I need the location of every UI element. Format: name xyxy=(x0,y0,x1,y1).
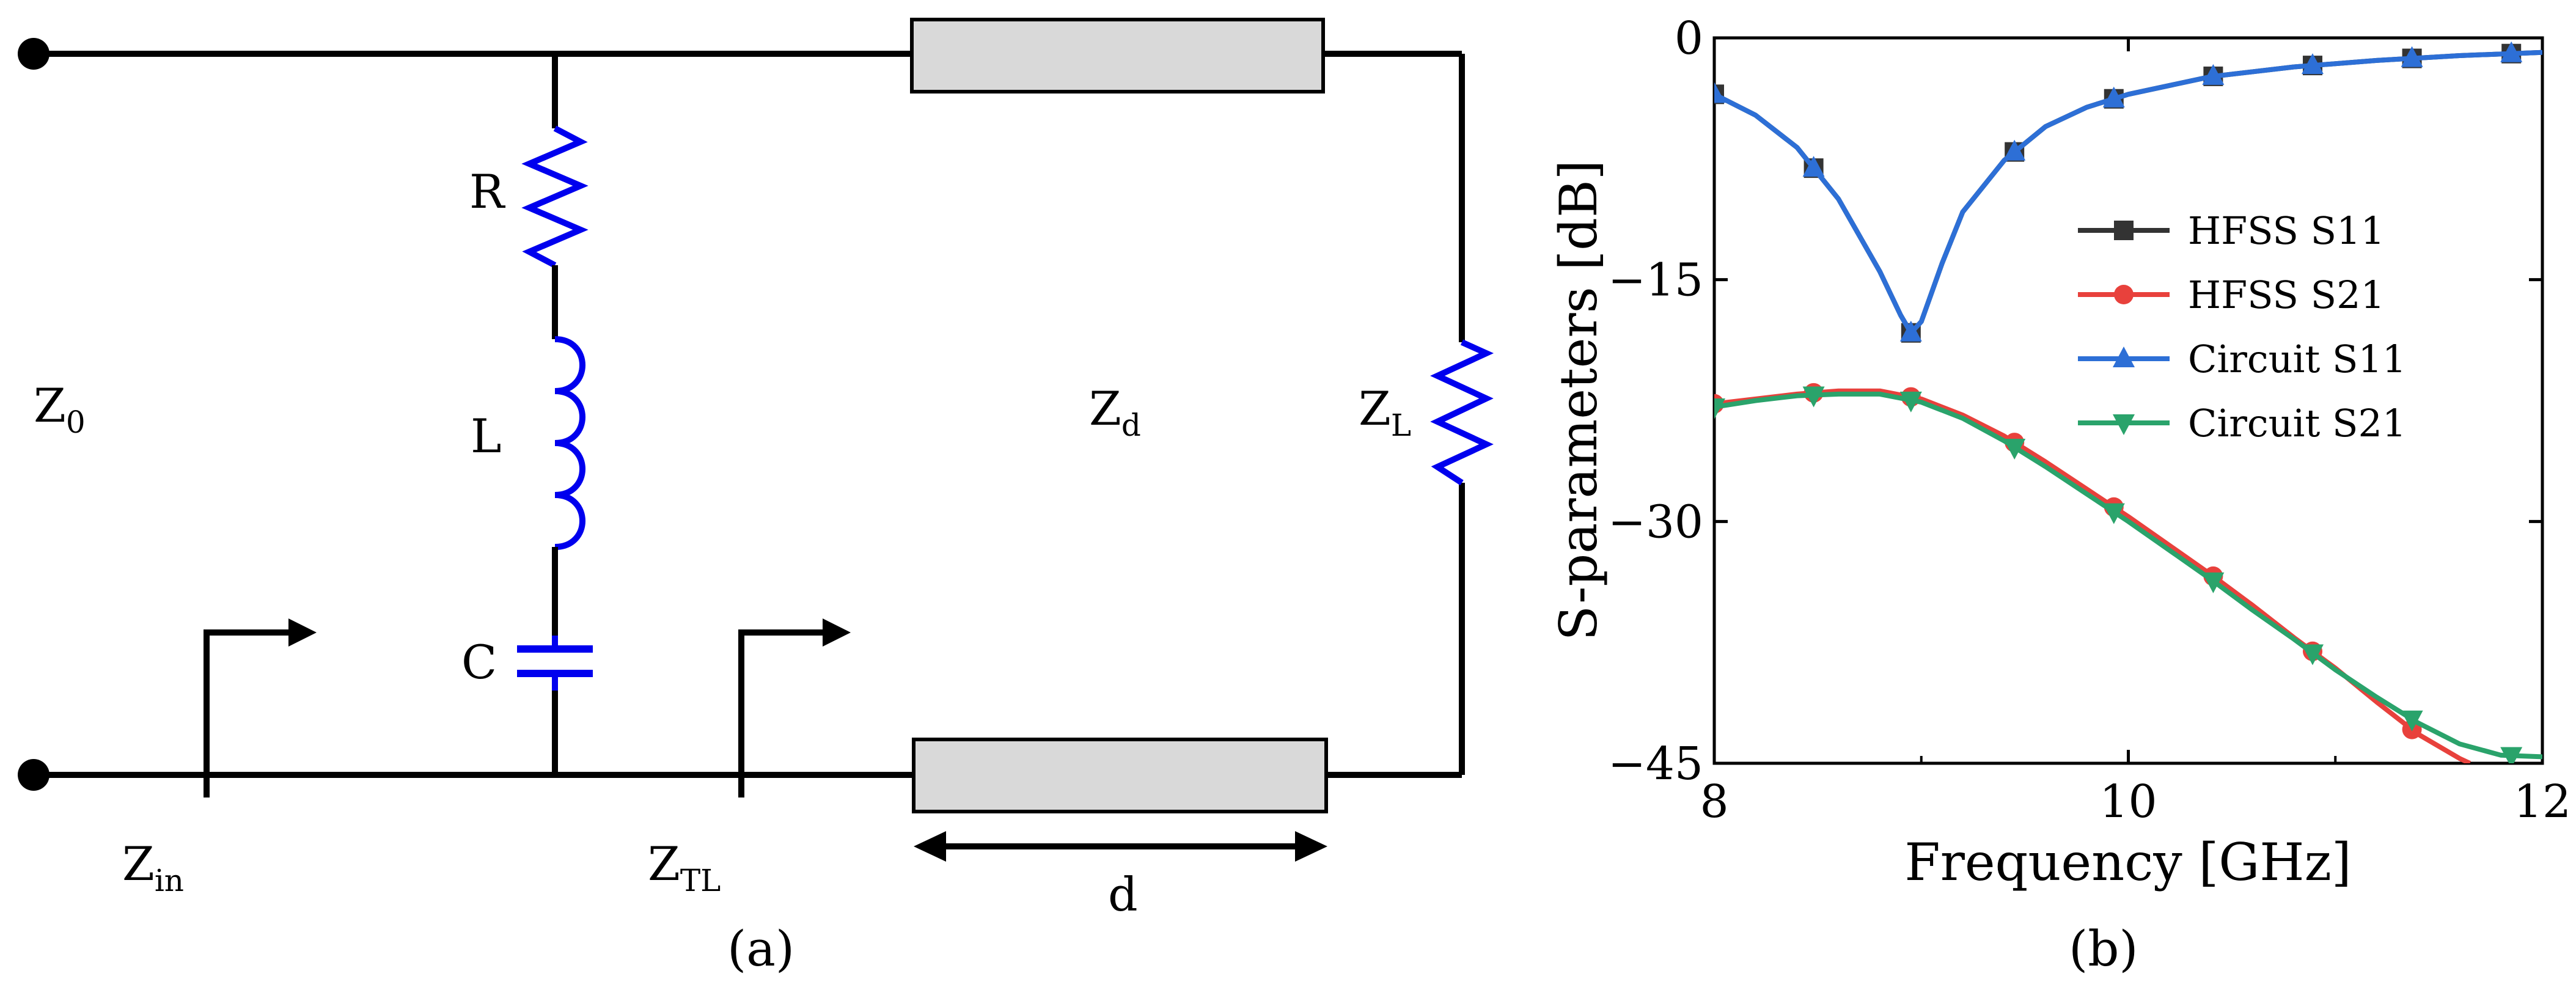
y-tick-label: −45 xyxy=(1608,738,1703,790)
label-zd: Zd xyxy=(1089,381,1141,443)
series-line-hfss-s21 xyxy=(1714,388,2471,763)
legend-label-hfss-s21: HFSS S21 xyxy=(2188,273,2385,317)
inductor-l xyxy=(554,336,585,550)
series-circuit-s21 xyxy=(1714,386,2542,763)
series-marker-circuit-s21 xyxy=(2500,747,2523,763)
label-l: L xyxy=(471,409,501,463)
series-marker-circuit-s11 xyxy=(2500,41,2523,62)
series-line-circuit-s21 xyxy=(1714,391,2542,760)
load-resistor-zl xyxy=(1430,339,1494,486)
series-marker-circuit-s11 xyxy=(1899,320,1922,342)
x-tick-label: 12 xyxy=(2514,776,2571,828)
label-c: C xyxy=(461,635,497,689)
zin-arrowhead xyxy=(288,618,317,647)
y-axis-title: S-parameters [dB] xyxy=(1549,160,1609,641)
x-axis-title: Frequency [GHz] xyxy=(1904,832,2351,892)
series-marker-circuit-s11 xyxy=(1714,82,1725,103)
legend-label-circuit-s21: Circuit S21 xyxy=(2188,401,2406,446)
transmission-line-bottom xyxy=(912,738,1328,813)
legend-marker-hfss-s11 xyxy=(2114,221,2134,240)
x-tick-label: 10 xyxy=(2099,776,2157,828)
series-marker-circuit-s21 xyxy=(2003,438,2026,460)
series-marker-circuit-s11 xyxy=(2202,64,2225,85)
series-marker-circuit-s21 xyxy=(1802,386,1825,408)
length-d-arrowhead-left xyxy=(914,831,946,862)
series-marker-circuit-s21 xyxy=(2202,572,2225,593)
length-d-arrowhead-right xyxy=(1295,831,1327,862)
label-d: d xyxy=(1108,867,1138,922)
plot-frame xyxy=(1712,36,2544,765)
legend-marker-hfss-s21 xyxy=(2114,285,2134,304)
x-axis-ticks: 8 10 12 xyxy=(1700,38,2571,828)
series-marker-circuit-s11 xyxy=(2003,139,2026,161)
label-zin: Zin xyxy=(122,837,184,898)
circuit-diagram: Z0 R L C Zd ZL Zin ZTL d (a) xyxy=(18,18,1494,977)
ztl-reference-arrow xyxy=(738,629,825,798)
transmission-line-top xyxy=(910,18,1325,94)
series-line-circuit-s11 xyxy=(1714,50,2542,336)
series-marker-circuit-s21 xyxy=(2301,644,2324,666)
ztl-arrowhead xyxy=(823,618,851,647)
legend-label-circuit-s11: Circuit S11 xyxy=(2188,337,2406,381)
series-marker-circuit-s21 xyxy=(1714,398,1725,420)
resistor-r xyxy=(521,125,589,268)
series-marker-circuit-s21 xyxy=(2102,503,2125,524)
y-tick-label: −15 xyxy=(1608,254,1703,307)
label-zl: ZL xyxy=(1359,381,1411,443)
series-marker-circuit-s11 xyxy=(1802,156,1825,177)
caption-b: (b) xyxy=(2069,920,2138,977)
legend-label-hfss-s11: HFSS S11 xyxy=(2188,208,2385,253)
legend-marker-circuit-s21 xyxy=(2113,414,2135,435)
y-tick-label: −30 xyxy=(1608,496,1703,548)
series-layer xyxy=(1714,41,2542,763)
y-axis-ticks: 0 −15 −30 −45 xyxy=(1608,12,2542,790)
series-marker-circuit-s11 xyxy=(2301,53,2324,75)
x-tick-label: 8 xyxy=(1700,776,1728,828)
label-r: R xyxy=(469,164,506,219)
series-circuit-s11 xyxy=(1714,41,2542,342)
label-ztl: ZTL xyxy=(648,837,721,898)
series-marker-circuit-s11 xyxy=(2401,46,2423,67)
y-tick-label: 0 xyxy=(1675,12,1703,65)
series-marker-circuit-s21 xyxy=(2401,710,2423,732)
series-marker-circuit-s21 xyxy=(1899,391,1922,413)
caption-a: (a) xyxy=(727,920,794,977)
zin-reference-arrow xyxy=(204,629,292,798)
legend-marker-circuit-s11 xyxy=(2113,346,2135,367)
label-z0: Z0 xyxy=(34,378,86,440)
series-marker-circuit-s11 xyxy=(2102,86,2125,108)
